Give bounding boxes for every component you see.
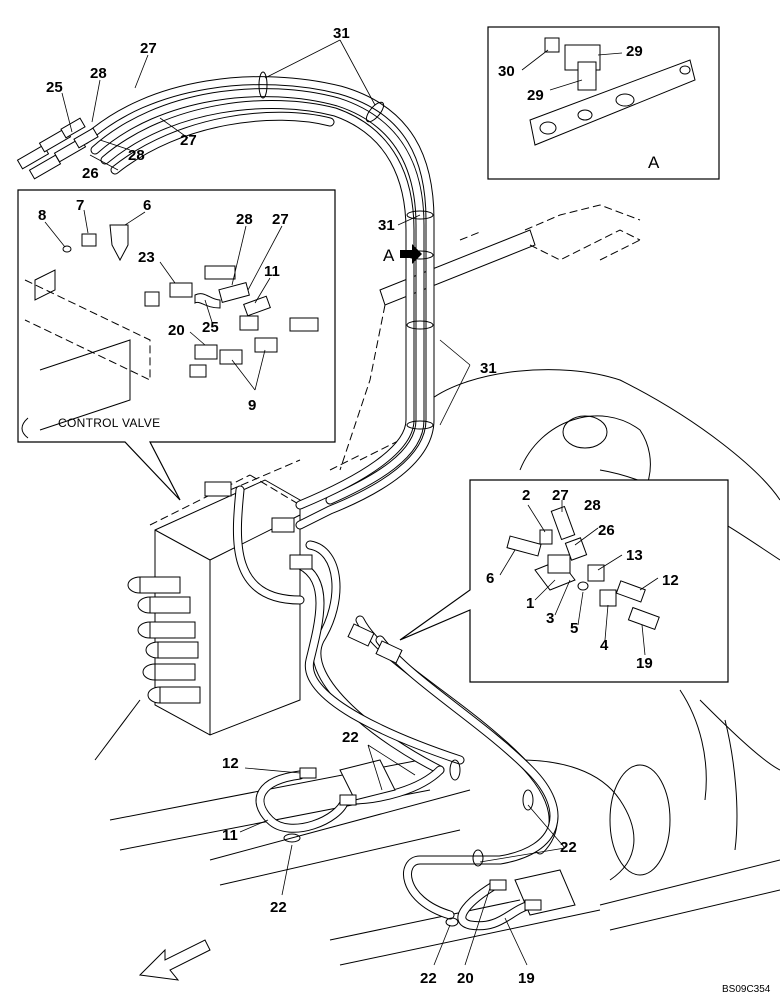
callout-19-b: 19 (518, 970, 535, 987)
callout-3: 3 (546, 610, 554, 627)
callout-27-r: 27 (552, 487, 569, 504)
control-valve-block (94, 479, 301, 761)
callout-2: 2 (522, 487, 530, 504)
callout-28-top: 28 (90, 65, 107, 82)
control-valve-label: CONTROL VALVE (58, 416, 160, 430)
callout-30: 30 (498, 63, 515, 80)
diagram-code: BS09C354 (722, 984, 771, 995)
machine-outline (109, 369, 780, 966)
callout-26-r: 26 (598, 522, 615, 539)
callout-27-mid: 27 (180, 132, 197, 149)
callout-numbers: 31 27 28 25 27 28 26 30 29 29 8 7 6 23 2… (38, 25, 679, 987)
callout-7: 7 (76, 197, 84, 214)
callout-6-r: 6 (486, 570, 494, 587)
callout-11-cv: 11 (264, 263, 280, 280)
callout-27-cv: 27 (272, 211, 289, 228)
callout-13: 13 (626, 547, 643, 564)
callout-9: 9 (248, 397, 256, 414)
callout-22-a: 22 (342, 729, 359, 746)
detail-a-box: A (487, 26, 720, 180)
callout-22-c: 22 (560, 839, 577, 856)
valve-fittings (204, 481, 576, 916)
valve-spools (127, 576, 201, 704)
hose-routing (80, 76, 559, 931)
callout-11-b: 11 (222, 827, 238, 844)
callout-27-top: 27 (140, 40, 157, 57)
inset-fittings (62, 224, 319, 378)
callout-28-r: 28 (584, 497, 601, 514)
callout-6-cv: 6 (143, 197, 151, 214)
control-valve-inset: CONTROL VALVE (17, 189, 336, 501)
callout-25-cv: 25 (202, 319, 219, 336)
top-left-connectors (16, 117, 99, 180)
front-direction-arrow (138, 939, 211, 981)
callout-31-top: 31 (333, 25, 350, 42)
callout-5: 5 (570, 620, 578, 637)
callout-26-top: 26 (82, 165, 99, 182)
callout-23: 23 (138, 249, 155, 266)
callout-28-mid: 28 (128, 147, 145, 164)
callout-4: 4 (600, 637, 609, 654)
callout-25-top: 25 (46, 79, 63, 96)
callout-12-b: 12 (222, 755, 239, 772)
view-a-marker: A (383, 244, 422, 265)
callout-20-cv: 20 (168, 322, 185, 339)
callout-8: 8 (38, 207, 46, 224)
hose-clamps (258, 71, 534, 927)
callout-22-b: 22 (270, 899, 287, 916)
callout-29-a: 29 (626, 43, 643, 60)
leader-lines (44, 39, 659, 966)
callout-22-d: 22 (420, 970, 437, 987)
callout-31-low: 31 (480, 360, 497, 377)
right-detail-inset (399, 479, 729, 683)
callout-19-r: 19 (636, 655, 653, 672)
view-a-text: A (383, 246, 395, 265)
callout-12-r: 12 (662, 572, 679, 589)
callout-20-b: 20 (457, 970, 474, 987)
callout-29-b: 29 (527, 87, 544, 104)
callout-28-cv: 28 (236, 211, 253, 228)
detail-a-label: A (648, 153, 660, 172)
dashed-structure (149, 204, 641, 526)
callout-31-mid: 31 (378, 217, 395, 234)
callout-1: 1 (526, 595, 534, 612)
